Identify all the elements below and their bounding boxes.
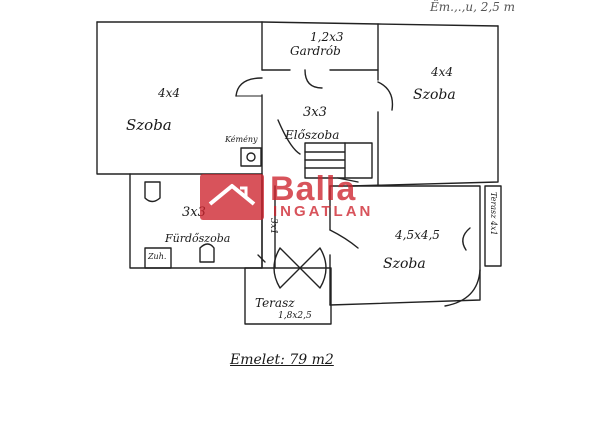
side-terrace [484, 185, 502, 267]
double-door [273, 247, 327, 289]
szoba-left-size: 4x4 [158, 86, 181, 100]
zuh-label: Zuh. [148, 252, 167, 261]
stairs [304, 142, 373, 183]
garderob-name: Gardrób [290, 44, 341, 58]
terasz-small-size: 1,8x2,5 [278, 311, 312, 321]
house-icon [208, 184, 256, 206]
shower-box [144, 247, 172, 269]
small-terrace [244, 267, 332, 325]
door-arc-left [235, 77, 263, 97]
watermark-text: Balla [270, 170, 357, 208]
chimney-box [240, 147, 262, 167]
door-arc-bigroom [329, 229, 359, 249]
watermark-logo [200, 174, 264, 220]
toilet [144, 181, 161, 203]
eloszoba-name: Előszoba [285, 128, 340, 142]
terasz-side-label: Terasz 4x1 [489, 192, 498, 236]
watermark-subtext: INGATLAN [273, 203, 374, 220]
header-scribble: Ёт.,.,и, 2,5 т [430, 0, 516, 14]
door-arc-garderob [304, 69, 323, 89]
szoba-right-size: 4x4 [431, 65, 454, 79]
hall-dim: 3x1 [268, 218, 278, 235]
washbasin [199, 243, 215, 263]
wall-big-room [329, 185, 481, 306]
garderob-size: 1,2x3 [310, 30, 344, 44]
furdoszoba-name: Fürdőszoba [165, 232, 231, 245]
kemeny-label: Kémény [225, 135, 258, 144]
eloszoba-size: 3x3 [303, 105, 327, 120]
terasz-small-name: Terasz [255, 296, 295, 310]
szoba-right-name: Szoba [413, 87, 456, 103]
floor-label: Emelet: 79 m2 [230, 352, 334, 368]
wall-top [96, 21, 499, 27]
door-arc-bigroom-bottom [444, 269, 481, 307]
szoba-left-name: Szoba [126, 116, 172, 134]
door-arc-right [377, 81, 394, 111]
szoba-big-size: 4,5x4,5 [395, 228, 440, 242]
door-arc-hall [277, 119, 301, 155]
szoba-big-name: Szoba [383, 256, 426, 272]
door-arc-side [462, 227, 471, 251]
furdoszoba-size: 3x3 [182, 205, 206, 220]
